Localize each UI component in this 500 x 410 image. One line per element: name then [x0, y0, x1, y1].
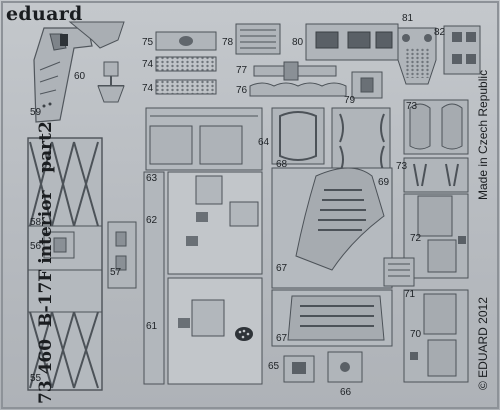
- part-number-55: 55: [30, 373, 42, 384]
- part-number-76: 76: [236, 85, 248, 96]
- part-76-scallops: [249, 82, 347, 97]
- part-number-58: 58: [30, 217, 42, 228]
- part-75-strip: [155, 31, 217, 51]
- part-70-box: [403, 289, 469, 383]
- part-number-67-lower: 67: [276, 333, 288, 344]
- part-number-79: 79: [344, 95, 356, 106]
- part-67-seat-upper: [271, 167, 393, 289]
- part-number-71: 71: [404, 289, 416, 300]
- part-number-66: 66: [340, 387, 352, 398]
- part-number-60: 60: [74, 71, 86, 82]
- part-81-perforated-plate: [397, 27, 437, 85]
- part-60-bracket: [68, 21, 125, 103]
- part-number-72: 72: [410, 233, 422, 244]
- part-number-74-upper: 74: [142, 59, 154, 70]
- part-64-frame: [271, 107, 325, 165]
- part-number-64: 64: [258, 137, 270, 148]
- part-78-grille: [235, 23, 281, 55]
- part-number-63: 63: [146, 173, 158, 184]
- part-82-blocks: [443, 25, 481, 75]
- part-72-box: [403, 193, 469, 279]
- part-58-cabin-frame: [27, 137, 103, 391]
- part-number-73-lower: 73: [396, 161, 408, 172]
- part-73-upper: [403, 99, 469, 155]
- set-title: B-17F interior: [36, 190, 56, 328]
- copyright-label: © EDUARD 2012: [476, 297, 490, 390]
- part-number-61: 61: [146, 321, 158, 332]
- part-number-59: 59: [30, 107, 42, 118]
- part-69-clips: [403, 157, 469, 193]
- part-74-perforated-strips: [155, 56, 217, 95]
- part-number-75: 75: [142, 37, 154, 48]
- part-number-56: 56: [30, 241, 42, 252]
- brand-logo: eduard: [6, 3, 83, 25]
- part-66-block: [327, 351, 363, 383]
- part-number-57: 57: [110, 267, 122, 278]
- part-79-clip: [351, 71, 383, 99]
- part-number-68: 68: [276, 159, 288, 170]
- part-number-80: 80: [292, 37, 304, 48]
- part-number-69: 69: [378, 177, 390, 188]
- part-strip-left: [143, 171, 165, 385]
- part-number-67-upper: 67: [276, 263, 288, 274]
- part-61-panel: [167, 277, 263, 385]
- part-59-panel: [33, 27, 93, 123]
- part-62-panel: [167, 171, 263, 275]
- part-number-73-upper: 73: [406, 101, 418, 112]
- part-number-65: 65: [268, 361, 280, 372]
- part-number-62: 62: [146, 215, 158, 226]
- set-title-block: 73 460 B-17F interior part2: [36, 121, 56, 404]
- part-67-seat-lower: [271, 289, 393, 347]
- part-number-70: 70: [410, 329, 422, 340]
- part-77-rail: [253, 61, 337, 81]
- part-56-latch: [43, 231, 75, 259]
- part-number-82: 82: [434, 27, 446, 38]
- part-number-78: 78: [222, 37, 234, 48]
- set-number: 73 460: [36, 338, 56, 404]
- part-number-81: 81: [402, 13, 414, 24]
- part-number-74-lower: 74: [142, 83, 154, 94]
- part-80-connectors: [305, 23, 399, 61]
- part-68-seat-back: [331, 107, 391, 177]
- made-in-label: Made in Czech Republic: [476, 69, 490, 200]
- part-57-hinge: [107, 221, 137, 289]
- part-63-panel: [145, 107, 263, 171]
- set-part: part2: [36, 121, 56, 173]
- part-number-77: 77: [236, 65, 248, 76]
- part-71-grate: [383, 257, 415, 287]
- part-65-block: [283, 355, 315, 383]
